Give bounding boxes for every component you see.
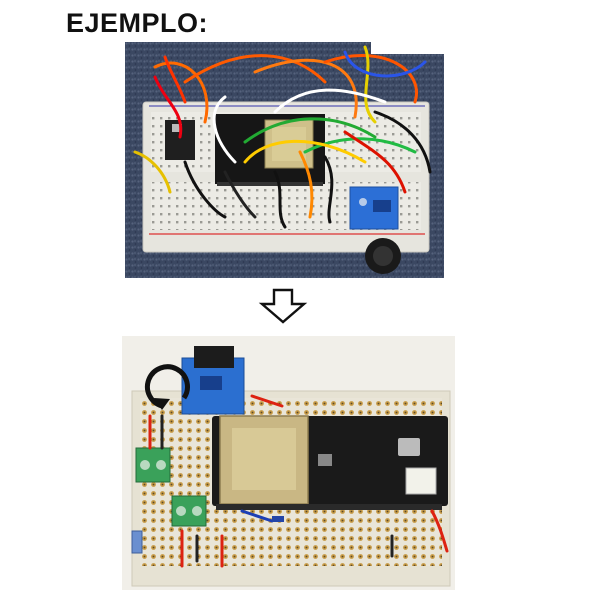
page-heading: EJEMPLO:: [66, 8, 209, 38]
breadboard-prototype-photo: [125, 42, 444, 278]
soldered-perfboard-photo: [122, 336, 455, 590]
down-arrow-outline-icon: [258, 288, 308, 324]
breadboard-photo-illustration: [125, 42, 444, 278]
perfboard-photo-illustration: [122, 336, 455, 590]
